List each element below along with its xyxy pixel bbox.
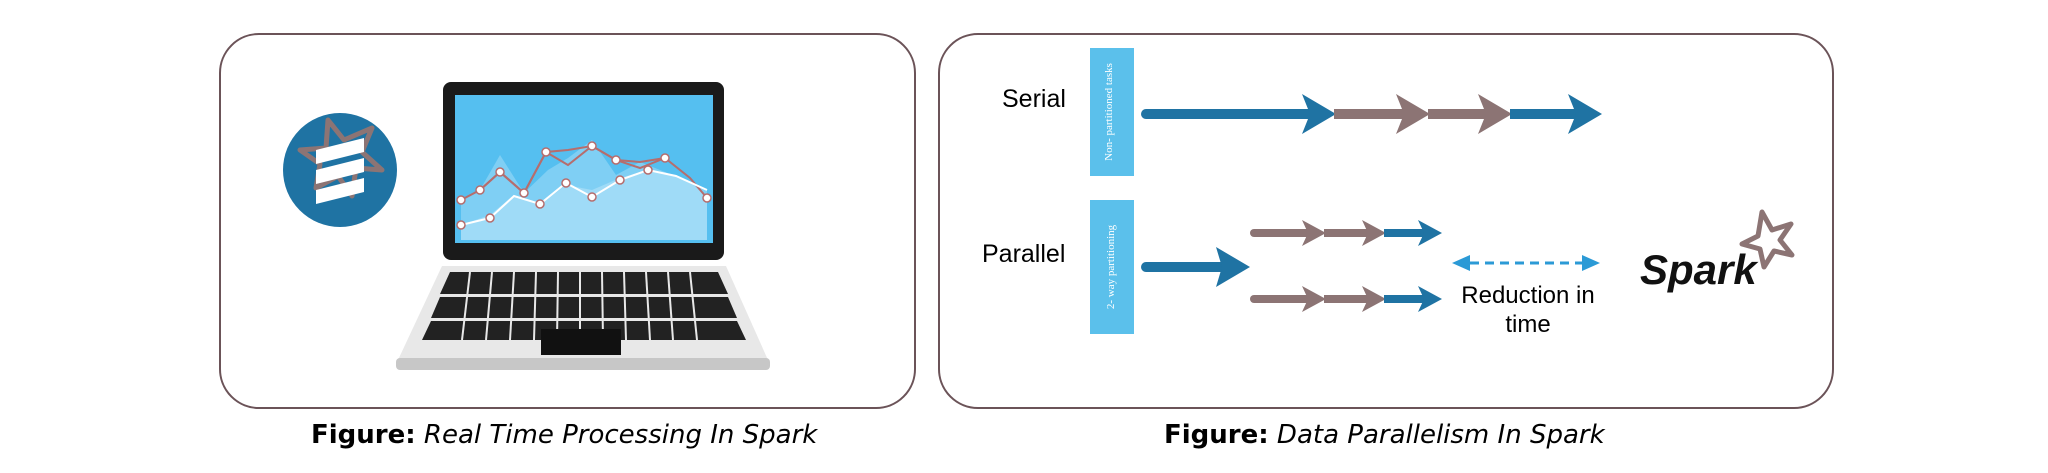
caption-left-italic: Real Time Processing In Spark [423,420,818,450]
spark-logo-icon: Spark [1640,209,1795,293]
keyboard [422,272,746,340]
caption-left-bold: Figure: [311,420,416,450]
screen-line-chart-icon [456,140,712,240]
reduction-label-line2: time [1505,311,1550,338]
laptop-icon [396,82,770,370]
serial-box-text: Non- partitioned tasks [1103,63,1115,161]
spark-logo-text: Spark [1640,246,1759,293]
serial-partition-box [1090,48,1134,176]
reduction-label-line1: Reduction in [1461,282,1594,309]
caption-data-parallelism: Figure: Data Parallelism In Spark [1164,420,1605,450]
touchpad [541,329,621,355]
caption-right-italic: Data Parallelism In Spark [1276,420,1605,450]
caption-real-time-processing: Figure: Real Time Processing In Spark [311,420,817,450]
parallel-input-arrow [1141,247,1250,287]
reduction-dashed-arrow [1452,255,1600,271]
parallel-label: Parallel [982,240,1065,268]
parallel-box-text: 2- way partitioning [1105,224,1117,309]
data-parallelism-panel [938,33,1834,409]
parallel-partition-box [1090,200,1134,334]
caption-right-bold: Figure: [1164,420,1269,450]
serial-arrow-chain [1141,94,1602,134]
parallel-branch-2 [1250,286,1442,312]
parallel-branch-1 [1250,220,1442,246]
scala-logo-icon [283,113,397,227]
serial-label: Serial [1002,85,1066,113]
